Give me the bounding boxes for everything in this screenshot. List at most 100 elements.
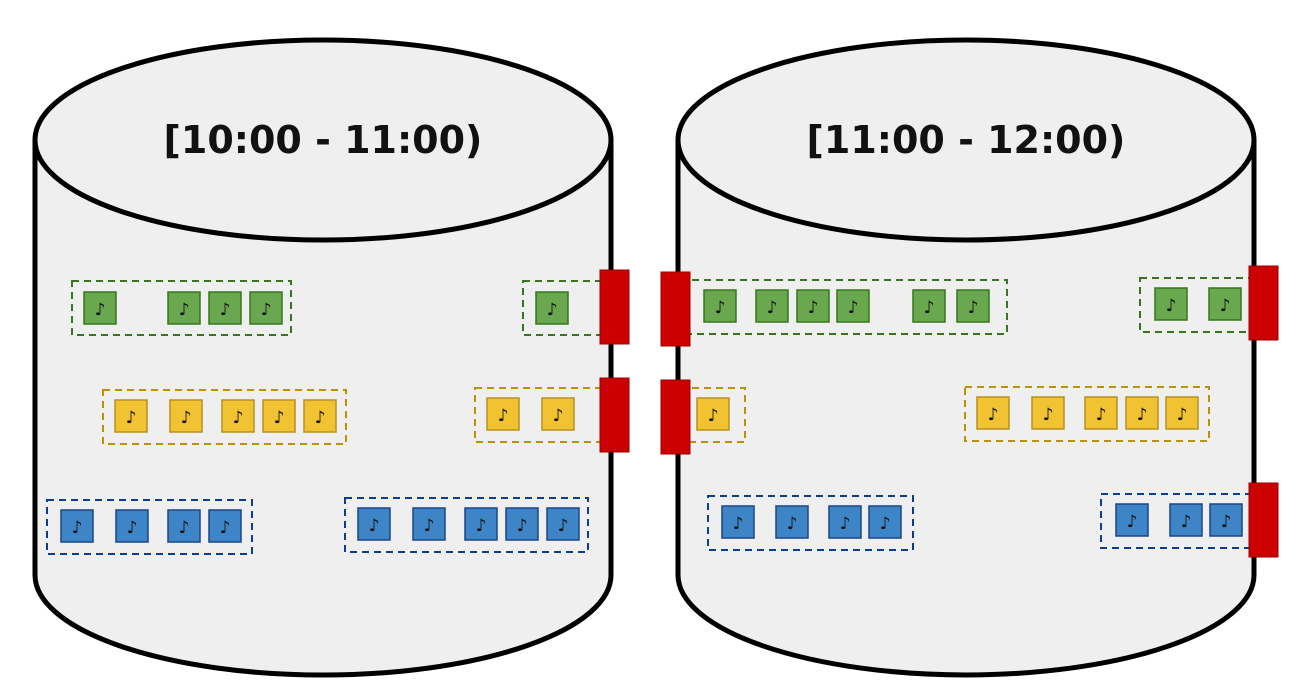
blue-group-outline [1100, 493, 1252, 549]
blue-music-note-icon: ♪ [167, 509, 201, 543]
note-tile [1031, 396, 1065, 430]
note-glyph: ♪ [233, 408, 244, 428]
note-tile [956, 289, 990, 323]
note-glyph: ♪ [1221, 512, 1232, 532]
note-glyph: ♪ [880, 514, 891, 534]
note-glyph: ♪ [1166, 296, 1177, 316]
green-music-note-icon: ♪ [956, 289, 990, 323]
note-tile [208, 509, 242, 543]
note-tile [541, 397, 575, 431]
note-glyph: ♪ [840, 514, 851, 534]
note-tile [1084, 396, 1118, 430]
yellow-music-note-icon: ♪ [169, 399, 203, 433]
note-tile [114, 399, 148, 433]
green-music-note-icon: ♪ [167, 291, 201, 325]
note-tile [249, 291, 283, 325]
split-marker [1248, 482, 1279, 558]
blue-event-group: ♪♪♪♪ [46, 499, 253, 555]
note-tile [262, 399, 296, 433]
green-music-note-icon: ♪ [912, 289, 946, 323]
note-tile [208, 291, 242, 325]
yellow-group-outline [102, 389, 347, 445]
note-glyph: ♪ [553, 406, 564, 426]
yellow-music-note-icon: ♪ [541, 397, 575, 431]
note-glyph: ♪ [476, 516, 487, 536]
yellow-music-note-icon: ♪ [262, 399, 296, 433]
note-glyph: ♪ [220, 518, 231, 538]
note-glyph: ♪ [1181, 512, 1192, 532]
yellow-music-note-icon: ♪ [221, 399, 255, 433]
note-glyph: ♪ [179, 518, 190, 538]
green-event-group: ♪ ♪ ♪ ♪ [71, 280, 292, 336]
green-music-note-icon: ♪ [83, 291, 117, 325]
yellow-event-group: ♪♪♪♪♪ [964, 386, 1210, 442]
blue-group-outline [46, 499, 253, 555]
blue-music-note-icon: ♪ [546, 507, 580, 541]
yellow-music-note-icon: ♪ [1084, 396, 1118, 430]
note-tile [755, 289, 789, 323]
note-tile [167, 291, 201, 325]
blue-music-note-icon: ♪ [505, 507, 539, 541]
note-glyph: ♪ [72, 518, 83, 538]
blue-music-note-icon: ♪ [357, 507, 391, 541]
note-glyph: ♪ [179, 300, 190, 320]
green-music-note-icon: ♪ [1154, 287, 1188, 321]
blue-event-group: ♪ ♪ ♪ [1100, 493, 1252, 549]
note-glyph: ♪ [715, 298, 726, 318]
note-glyph: ♪ [181, 408, 192, 428]
note-tile [912, 289, 946, 323]
note-tile [505, 507, 539, 541]
blue-music-note-icon: ♪ [464, 507, 498, 541]
green-music-note-icon: ♪ [703, 289, 737, 323]
note-glyph: ♪ [274, 408, 285, 428]
note-tile [486, 397, 520, 431]
yellow-event-group: ♪♪♪♪♪ [102, 389, 347, 445]
note-glyph: ♪ [924, 298, 935, 318]
note-glyph: ♪ [369, 516, 380, 536]
note-glyph: ♪ [517, 516, 528, 536]
yellow-music-note-icon: ♪ [303, 399, 337, 433]
note-glyph: ♪ [95, 300, 106, 320]
note-tile [1154, 287, 1188, 321]
cylinder-top [675, 37, 1257, 243]
green-music-note-icon: ♪ [208, 291, 242, 325]
note-tile [83, 291, 117, 325]
blue-music-note-icon: ♪ [828, 505, 862, 539]
note-tile [464, 507, 498, 541]
note-glyph: ♪ [708, 406, 719, 426]
green-music-note-icon: ♪ [836, 289, 870, 323]
note-tile [221, 399, 255, 433]
note-tile [1169, 503, 1203, 537]
note-glyph: ♪ [1127, 512, 1138, 532]
blue-music-note-icon: ♪ [1115, 503, 1149, 537]
note-glyph: ♪ [261, 300, 272, 320]
note-glyph: ♪ [498, 406, 509, 426]
blue-event-group: ♪♪♪♪♪ [344, 497, 589, 553]
yellow-music-note-icon: ♪ [1125, 396, 1159, 430]
note-glyph: ♪ [968, 298, 979, 318]
note-tile [169, 399, 203, 433]
yellow-music-note-icon: ♪ [1165, 396, 1199, 430]
note-glyph: ♪ [787, 514, 798, 534]
note-tile [1125, 396, 1159, 430]
note-glyph: ♪ [220, 300, 231, 320]
green-music-note-icon: ♪ [796, 289, 830, 323]
time-bucket-cylinder-1: [10:00 - 11:00) [32, 37, 614, 678]
note-tile [828, 505, 862, 539]
blue-music-note-icon: ♪ [1209, 503, 1243, 537]
cylinder-body [675, 137, 1257, 678]
yellow-music-note-icon: ♪ [1031, 396, 1065, 430]
blue-group-outline [344, 497, 589, 553]
note-tile [1115, 503, 1149, 537]
green-group-outline [71, 280, 292, 336]
note-glyph: ♪ [315, 408, 326, 428]
note-tile [703, 289, 737, 323]
note-tile [836, 289, 870, 323]
note-tile [721, 505, 755, 539]
note-glyph: ♪ [547, 300, 558, 320]
bucket-title: [10:00 - 11:00) [164, 118, 483, 162]
note-glyph: ♪ [1096, 405, 1107, 425]
note-tile [868, 505, 902, 539]
green-event-group: ♪♪♪♪♪♪ [679, 279, 1008, 335]
blue-music-note-icon: ♪ [1169, 503, 1203, 537]
